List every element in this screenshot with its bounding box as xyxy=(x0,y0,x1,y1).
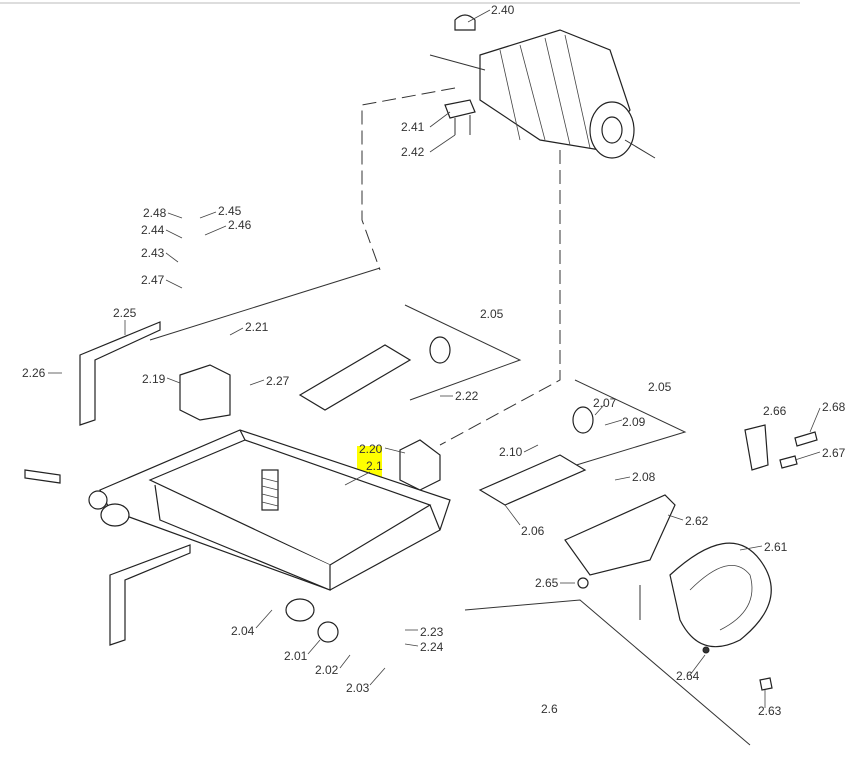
part-label: 2.22 xyxy=(455,389,479,403)
part-label: 2.09 xyxy=(622,415,646,429)
part-label: 2.61 xyxy=(764,540,788,554)
main-frame xyxy=(88,429,451,643)
part-label: 2.64 xyxy=(676,669,700,683)
part-label: 2.19 xyxy=(142,372,166,386)
part-label: 2.41 xyxy=(401,120,425,134)
drive-arms xyxy=(298,336,594,506)
part-label: 2.66 xyxy=(763,404,787,418)
part-label: 2.05 xyxy=(480,307,504,321)
leader-lines xyxy=(48,9,821,708)
part-label: 2.10 xyxy=(499,445,523,459)
assembly-guide-lines xyxy=(149,87,751,746)
part-label: 2.6 xyxy=(541,702,558,716)
part-label: 2.62 xyxy=(685,514,709,528)
part-label: 2.01 xyxy=(284,649,308,663)
part-label: 2.20 xyxy=(359,442,383,456)
part-label: 2.08 xyxy=(632,470,656,484)
part-label: 2.45 xyxy=(218,204,242,218)
part-label: 2.05 xyxy=(648,380,672,394)
part-label: 2.48 xyxy=(143,206,167,220)
part-label: 2.07 xyxy=(593,396,617,410)
left-brackets xyxy=(24,321,231,646)
part-label: 2.06 xyxy=(521,524,545,538)
part-label: 2.02 xyxy=(315,663,339,677)
right-components xyxy=(564,424,818,691)
part-label: 2.44 xyxy=(141,223,165,237)
part-label: 2.68 xyxy=(822,400,846,414)
part-label: 2.04 xyxy=(231,624,255,638)
part-label: 2.27 xyxy=(266,374,290,388)
part-label: 2.42 xyxy=(401,145,425,159)
part-label: 2.63 xyxy=(758,704,782,718)
part-label: 2.47 xyxy=(141,273,165,287)
part-labels: 2.40 2.41 2.42 2.48 2.45 2.44 2.46 2.43 … xyxy=(22,3,846,718)
part-label: 2.21 xyxy=(245,320,269,334)
part-label: 2.40 xyxy=(491,3,515,17)
part-label: 2.65 xyxy=(535,576,559,590)
part-label: 2.46 xyxy=(228,218,252,232)
motor-assembly xyxy=(429,14,656,159)
part-label: 2.67 xyxy=(822,446,846,460)
part-label: 2.25 xyxy=(113,306,137,320)
part-label: 2.23 xyxy=(420,625,444,639)
part-label: 2.43 xyxy=(141,246,165,260)
part-label: 2.03 xyxy=(346,681,370,695)
highlighted-part-label: 2.1 xyxy=(366,459,383,473)
part-label: 2.24 xyxy=(420,640,444,654)
part-label: 2.26 xyxy=(22,366,46,380)
